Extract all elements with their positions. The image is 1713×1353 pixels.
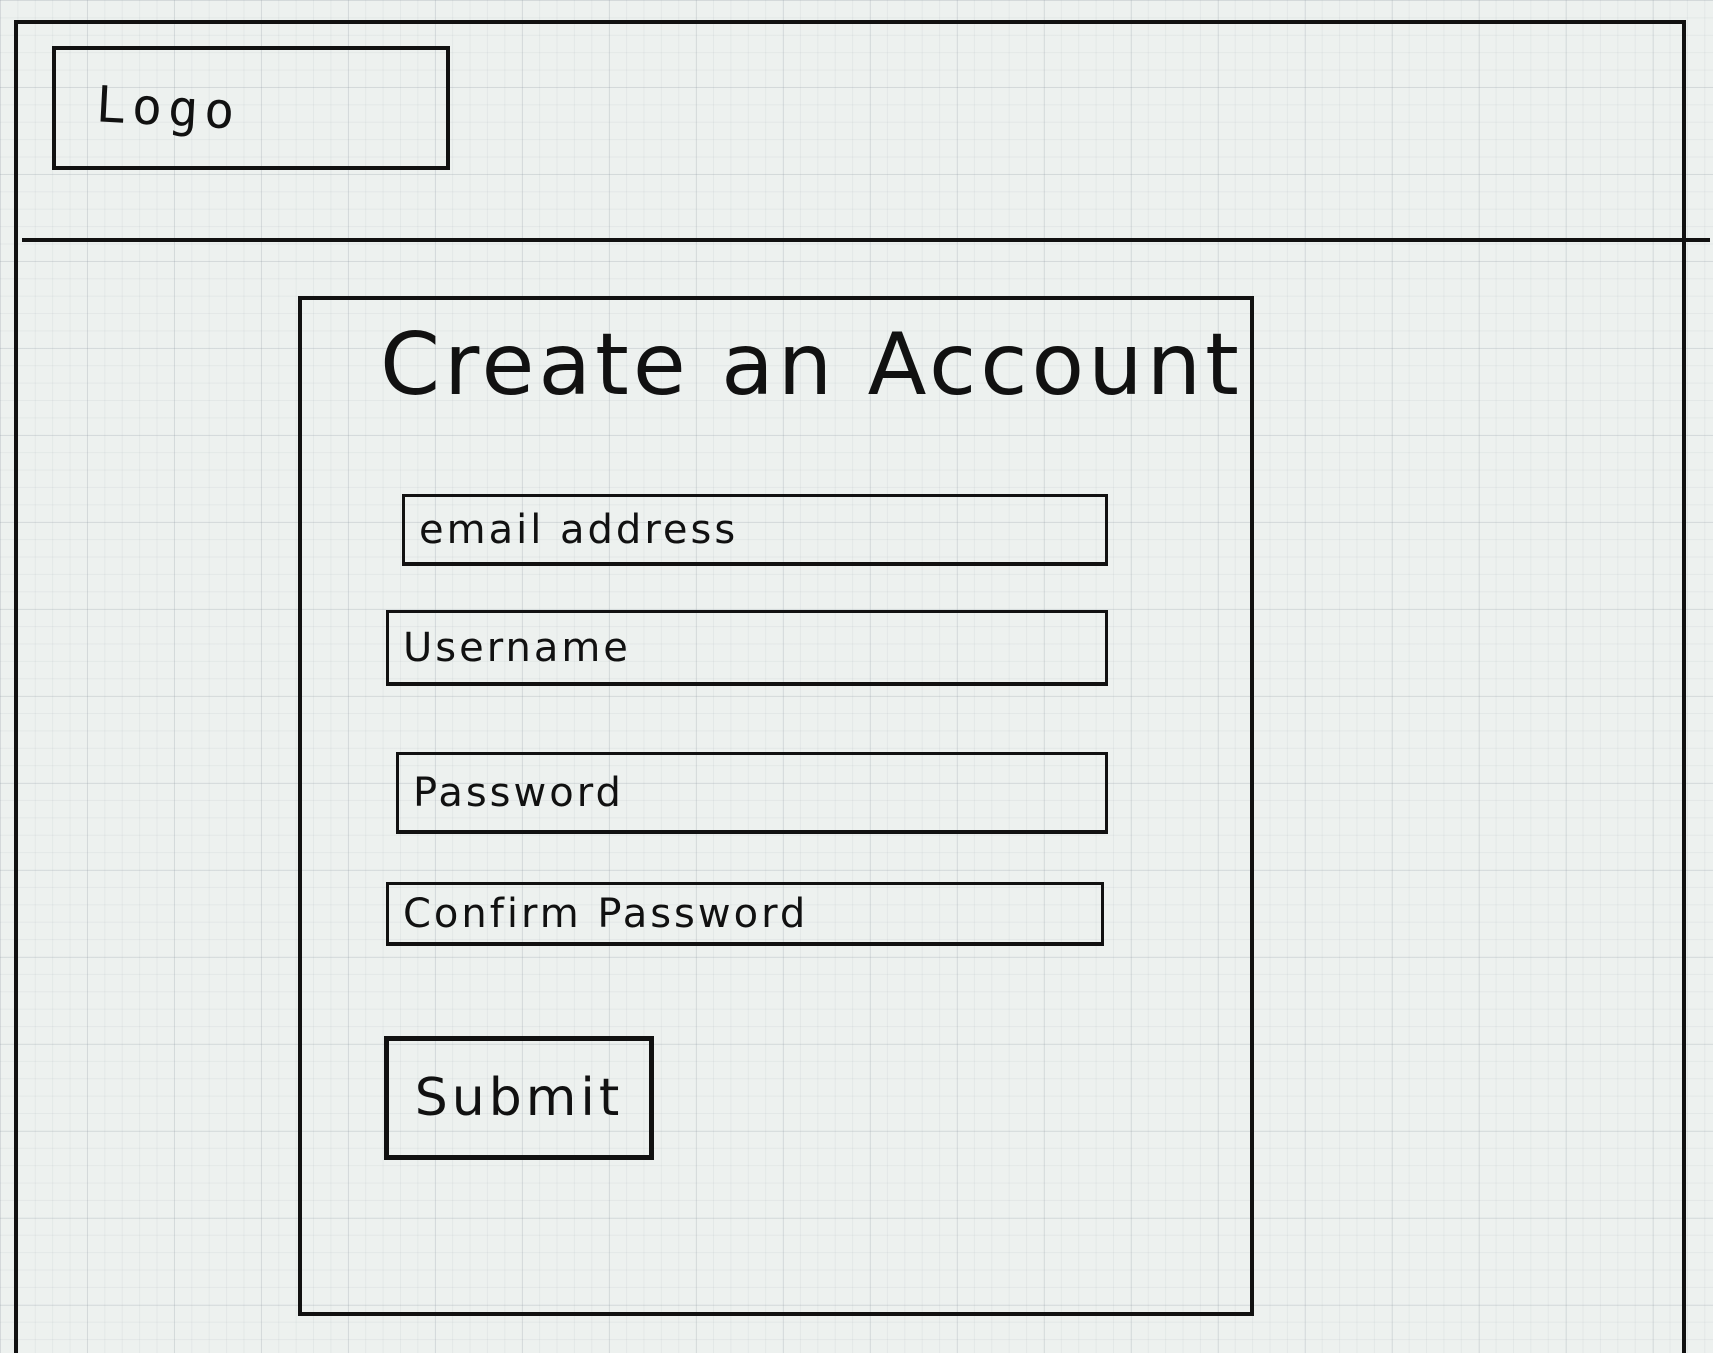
confirm-password-field-placeholder: Confirm Password	[403, 890, 809, 937]
email-field-placeholder: email address	[419, 506, 739, 553]
logo-label: Logo	[94, 75, 242, 141]
confirm-password-field[interactable]: Confirm Password	[386, 882, 1104, 946]
logo[interactable]: Logo	[52, 46, 450, 170]
header-divider	[22, 238, 1710, 242]
username-field-placeholder: Username	[403, 624, 631, 671]
email-field[interactable]: email address	[402, 494, 1108, 566]
password-field[interactable]: Password	[396, 752, 1108, 834]
browser-frame	[14, 20, 1686, 1353]
username-field[interactable]: Username	[386, 610, 1108, 686]
create-account-card: Create an Account email address Username…	[298, 296, 1254, 1316]
password-field-placeholder: Password	[413, 769, 624, 816]
submit-button[interactable]: Submit	[384, 1036, 654, 1160]
submit-button-label: Submit	[414, 1068, 624, 1128]
page-title: Create an Account	[380, 315, 1243, 415]
